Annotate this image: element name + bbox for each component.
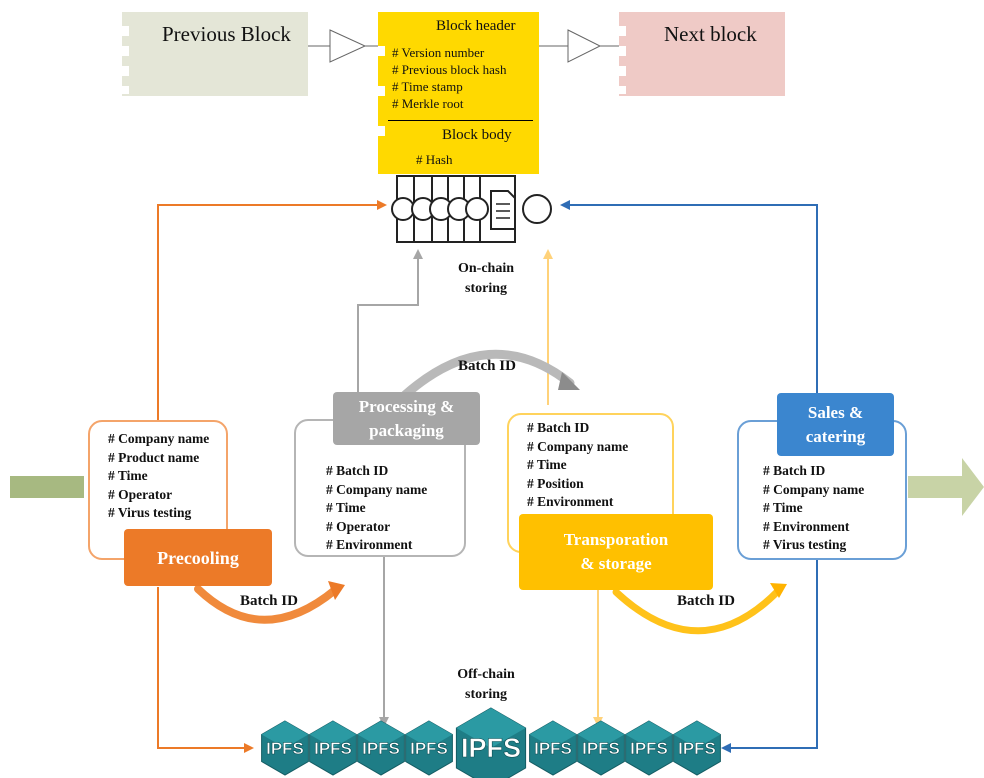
sales-title: catering (805, 426, 866, 446)
field-item: # Environment (763, 518, 850, 534)
ipfs-node: IPFS (673, 720, 721, 776)
field-item: # Virus testing (763, 537, 847, 552)
batch-arrow-top (400, 349, 575, 400)
processing-onchain-link (357, 249, 423, 392)
on-chain-storing-label: On-chain storing (436, 259, 536, 299)
batch-arrow-right (612, 587, 782, 635)
processing-title: packaging (369, 420, 444, 440)
ipfs-node: IPFS (455, 707, 527, 778)
input-flow-arrow (10, 476, 84, 498)
off-chain-line: storing (465, 687, 507, 702)
field-item: # Environment (326, 537, 413, 552)
ipfs-label: IPFS (314, 739, 352, 758)
next-block: Next block (619, 12, 785, 96)
sales-title: Sales & (807, 402, 864, 422)
field-item: # Virus testing (108, 505, 192, 520)
ipfs-label: IPFS (461, 733, 521, 763)
ipfs-node: IPFS (529, 720, 577, 776)
chain-icon (391, 175, 552, 243)
sales-offchain-link (721, 557, 818, 753)
field-item: # Batch ID (763, 463, 826, 478)
off-chain-storing-label: Off-chain storing (436, 665, 536, 705)
ipfs-label: IPFS (534, 739, 572, 758)
ipfs-node: IPFS (577, 720, 625, 776)
field-item: # Batch ID (527, 420, 590, 435)
prev-block-connector (308, 29, 378, 63)
block-header-field: # Version number (392, 45, 485, 60)
block-header-field: # Time stamp (392, 79, 463, 94)
block-header-title: Block header (436, 18, 516, 34)
ipfs-node: IPFS (625, 720, 673, 776)
field-item: # Operator (108, 486, 173, 502)
ipfs-cubes: IPFS IPFS IPFS IPFS IPFS IPFS IPFS IPFS IPFS (261, 707, 721, 778)
batch-arrow-left (194, 585, 339, 624)
field-item: # Position (527, 475, 584, 491)
precooling-fields: # Company name # Product name # Time # O… (108, 430, 209, 523)
block-divider (388, 120, 533, 121)
sales-stage: Sales & catering (777, 393, 894, 456)
ipfs-node: IPFS (261, 720, 309, 776)
field-item: # Product name (108, 449, 200, 465)
sales-onchain-link (560, 200, 818, 393)
ipfs-node: IPFS (309, 720, 357, 776)
ipfs-label: IPFS (362, 739, 400, 758)
output-flow-arrow (908, 458, 984, 516)
ipfs-label: IPFS (410, 739, 448, 758)
field-item: # Company name (108, 431, 210, 446)
block-body-title: Block body (442, 127, 512, 143)
ipfs-node: IPFS (405, 720, 453, 776)
previous-block-label: Previous Block (162, 22, 291, 46)
batch-id-label-top: Batch ID (458, 358, 516, 374)
transportation-stage: Transporation & storage (519, 514, 713, 590)
transportation-title: Transporation (563, 530, 669, 549)
batch-id-label-right: Batch ID (677, 593, 735, 609)
next-block-label: Next block (664, 22, 757, 46)
block-header-field: # Merkle root (392, 96, 464, 111)
ipfs-label: IPFS (678, 739, 716, 758)
ipfs-label: IPFS (582, 739, 620, 758)
sales-fields: # Batch ID # Company name # Time # Envir… (763, 462, 864, 555)
on-chain-line: On-chain (457, 261, 514, 276)
ipfs-label: IPFS (266, 739, 304, 758)
on-chain-line: storing (465, 281, 507, 296)
ipfs-node: IPFS (357, 720, 405, 776)
precooling-onchain-link (157, 200, 387, 420)
precooling-title: Precooling (157, 547, 239, 568)
processing-title: Processing & (358, 396, 455, 416)
field-item: # Time (527, 457, 567, 472)
ipfs-label: IPFS (630, 739, 668, 758)
previous-block: Previous Block (122, 12, 308, 96)
field-item: # Batch ID (326, 463, 389, 478)
precooling-stage: Precooling (124, 529, 272, 586)
field-item: # Company name (326, 481, 428, 497)
off-chain-line: Off-chain (457, 667, 515, 682)
next-block-connector (539, 29, 619, 63)
field-item: # Time (763, 500, 803, 515)
field-item: # Company name (763, 481, 865, 497)
processing-stage: Processing & packaging (333, 392, 480, 445)
block-header-field: # Previous block hash (392, 62, 507, 77)
block-body-field: # Hash (416, 152, 453, 167)
transportation-fields: # Batch ID # Company name # Time # Posit… (527, 419, 628, 512)
processing-fields: # Batch ID # Company name # Time # Opera… (326, 462, 427, 555)
field-item: # Time (326, 500, 366, 515)
field-item: # Company name (527, 438, 629, 454)
current-block: Block header # Version number # Previous… (378, 12, 539, 174)
field-item: # Environment (527, 494, 614, 509)
field-item: # Operator (326, 518, 391, 534)
field-item: # Time (108, 468, 148, 483)
precooling-offchain-link (157, 587, 254, 753)
batch-id-label-left: Batch ID (240, 593, 298, 609)
transportation-title: & storage (580, 554, 652, 573)
